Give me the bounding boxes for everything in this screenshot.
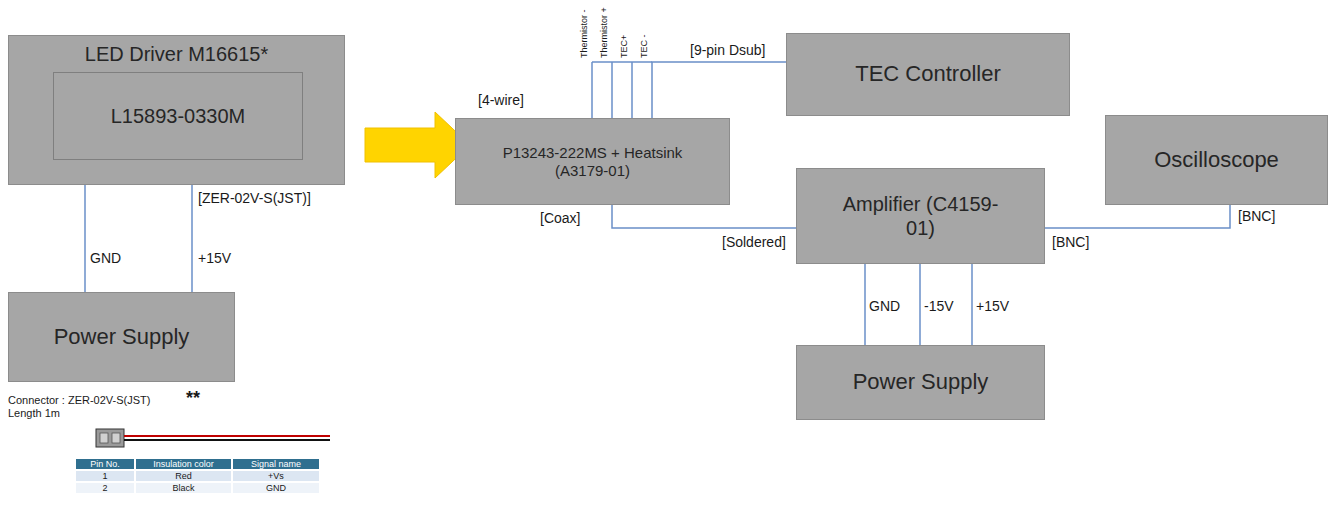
signal-name: Thermistor - — [579, 9, 590, 58]
connector-pin — [112, 433, 120, 443]
box-label: Oscilloscope — [1154, 147, 1279, 173]
signal-name: TEC+ — [619, 35, 630, 58]
table-cell: GND — [232, 482, 320, 494]
connection-note: [Soldered] — [722, 234, 786, 250]
connector-pin — [100, 433, 108, 443]
box-label: P13243-222MS + Heatsink (A3179-01) — [493, 144, 693, 180]
connection-note: [BNC] — [1052, 234, 1089, 250]
connection-line — [971, 264, 973, 345]
table-cell: 1 — [75, 470, 135, 482]
signal-name: Thermistor + — [599, 7, 610, 58]
connection-line — [1045, 205, 1230, 228]
connection-line — [652, 62, 786, 118]
component-box: L15893-0330M — [53, 72, 303, 160]
box-label: Amplifier (C4159-01) — [841, 192, 1001, 240]
connection-note: [4-wire] — [478, 92, 524, 108]
edge-label: GND — [869, 298, 900, 314]
device-box: Oscilloscope — [1105, 115, 1328, 205]
connection-note: [9-pin Dsub] — [690, 42, 765, 58]
edge-label: -15V — [924, 298, 954, 314]
table-cell: Red — [135, 470, 232, 482]
connection-note: [BNC] — [1238, 208, 1275, 224]
connection-line — [864, 264, 866, 345]
device-box: Amplifier (C4159-01) — [796, 168, 1045, 264]
box-label: Power Supply — [853, 369, 989, 395]
connection-note: Connector : ZER-02V-S(JST) — [8, 394, 150, 407]
wire — [592, 61, 652, 63]
connector-body — [96, 429, 124, 447]
table-header-cell: Pin No. — [75, 458, 135, 470]
table-cell: +Vs — [232, 470, 320, 482]
connection-note: [Coax] — [540, 210, 580, 226]
wire — [611, 62, 613, 118]
table-cell: 2 — [75, 482, 135, 494]
table-header-cell: Insulation color — [135, 458, 232, 470]
connection-line — [191, 185, 193, 292]
device-box: Power Supply — [796, 345, 1045, 420]
table-cell: Black — [135, 482, 232, 494]
box-label: L15893-0330M — [111, 104, 246, 128]
edge-label: GND — [90, 250, 121, 266]
signal-name: TEC - — [639, 35, 650, 59]
table-header-cell: Signal name — [232, 458, 320, 470]
device-box: TEC Controller — [786, 33, 1070, 116]
red-wire — [124, 435, 330, 437]
connection-note: Length 1m — [8, 407, 60, 420]
connection-line — [919, 264, 921, 345]
connection-note: [ZER-02V-S(JST)] — [198, 190, 311, 206]
connection-line — [84, 185, 86, 292]
device-box: P13243-222MS + Heatsink (A3179-01) — [455, 118, 730, 205]
device-box: Power Supply — [8, 292, 235, 382]
edge-label: +15V — [198, 250, 231, 266]
box-label: Power Supply — [54, 324, 190, 350]
wire — [631, 62, 633, 118]
edge-label: +15V — [976, 298, 1009, 314]
box-label: LED Driver M16615* — [85, 42, 268, 66]
device-box: LED Driver M16615* L15893-0330M — [8, 35, 345, 185]
black-wire — [124, 439, 330, 441]
footnote-mark: ** — [186, 388, 200, 409]
connection-line — [612, 205, 796, 228]
wire — [591, 62, 593, 118]
box-label: TEC Controller — [855, 61, 1000, 87]
